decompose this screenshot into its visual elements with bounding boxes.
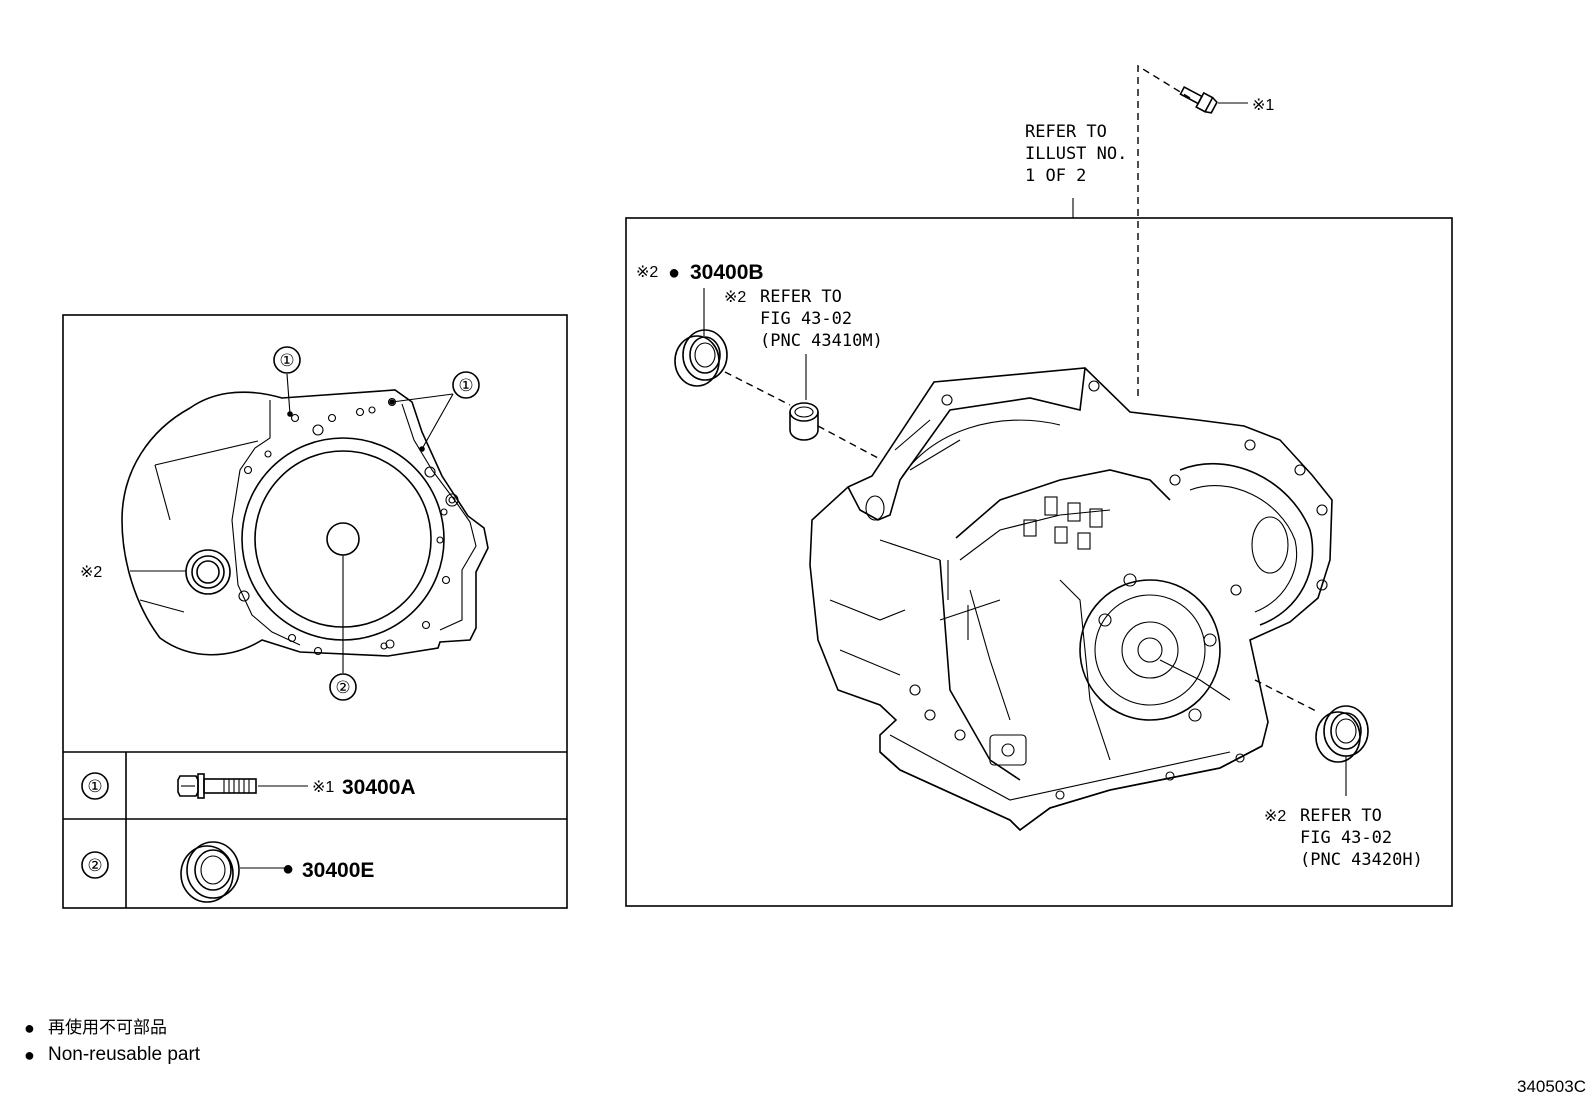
bolt-top-note: ※1 bbox=[1252, 97, 1274, 114]
top-ref-line-3: 1 OF 2 bbox=[1025, 166, 1086, 186]
note-x2-left: ※2 bbox=[80, 564, 102, 581]
ref-43410-line-1: REFER TO bbox=[760, 287, 842, 307]
table-row-2-marker: ● bbox=[282, 858, 294, 880]
oil-seal-43420H-icon bbox=[1315, 705, 1369, 763]
legend-marker-2: ● bbox=[24, 1045, 35, 1065]
callout-2-label: ② bbox=[335, 678, 350, 697]
transaxle-housing-front-view bbox=[121, 373, 489, 673]
legend-text-jp: 再使用不可部品 bbox=[48, 1017, 167, 1037]
figure-code: 340503C bbox=[1517, 1077, 1586, 1096]
callout-1-right-label: ① bbox=[458, 376, 473, 395]
ref-43410-note: ※2 bbox=[724, 289, 746, 306]
callout-1-top bbox=[273, 346, 301, 374]
table-row-1-part-no: 30400A bbox=[342, 776, 416, 799]
table-row-1-index-circle bbox=[81, 772, 109, 800]
ref-43420-line-1: REFER TO bbox=[1300, 806, 1382, 826]
oil-seal-30400B-icon bbox=[674, 329, 728, 387]
seal-b-part-no: 30400B bbox=[690, 261, 764, 284]
table-row-1-note: ※1 bbox=[312, 779, 334, 796]
bolt-icon bbox=[177, 773, 308, 799]
callout-2 bbox=[329, 673, 357, 701]
top-ref-line-2: ILLUST NO. bbox=[1025, 144, 1127, 164]
top-ref-line-1: REFER TO bbox=[1025, 122, 1107, 142]
right-panel: REFER TO ILLUST NO. 1 OF 2 ※1 ※2 ● 30400… bbox=[625, 64, 1453, 907]
ref-43420-line-3: (PNC 43420H) bbox=[1300, 850, 1423, 870]
ref-43420-note: ※2 bbox=[1264, 808, 1286, 825]
bolt-top-icon bbox=[1179, 85, 1218, 114]
ref-43420-line-2: FIG 43-02 bbox=[1300, 828, 1392, 848]
table-row-2-part-no: 30400E bbox=[302, 859, 374, 882]
left-panel-frame bbox=[62, 314, 568, 909]
bushing-43410M-icon bbox=[789, 402, 819, 441]
table-row-1-index: ① bbox=[87, 777, 102, 796]
legend-text-en: Non-reusable part bbox=[48, 1044, 201, 1065]
oil-seal-icon bbox=[180, 841, 286, 903]
seal-b-note: ※2 bbox=[636, 264, 658, 281]
transaxle-assembly-illustration bbox=[809, 367, 1333, 832]
input-shaft-bore bbox=[326, 522, 360, 556]
table-row-2-index-circle bbox=[81, 851, 109, 879]
left-panel: ① ① ② ※2 ① ※1 30400A ② bbox=[62, 314, 568, 909]
ref-43410-line-3: (PNC 43410M) bbox=[760, 331, 883, 351]
callout-1-right bbox=[452, 371, 480, 399]
oil-seal-30400E bbox=[185, 549, 231, 595]
legend-marker-1: ● bbox=[24, 1018, 35, 1038]
seal-b-marker: ● bbox=[668, 262, 680, 284]
legend: ● 再使用不可部品 ● Non-reusable part bbox=[24, 1017, 201, 1065]
callout-1-top-label: ① bbox=[279, 351, 294, 370]
table-row-2-index: ② bbox=[87, 856, 102, 875]
right-panel-frame bbox=[625, 217, 1453, 907]
ref-43410-line-2: FIG 43-02 bbox=[760, 309, 852, 329]
